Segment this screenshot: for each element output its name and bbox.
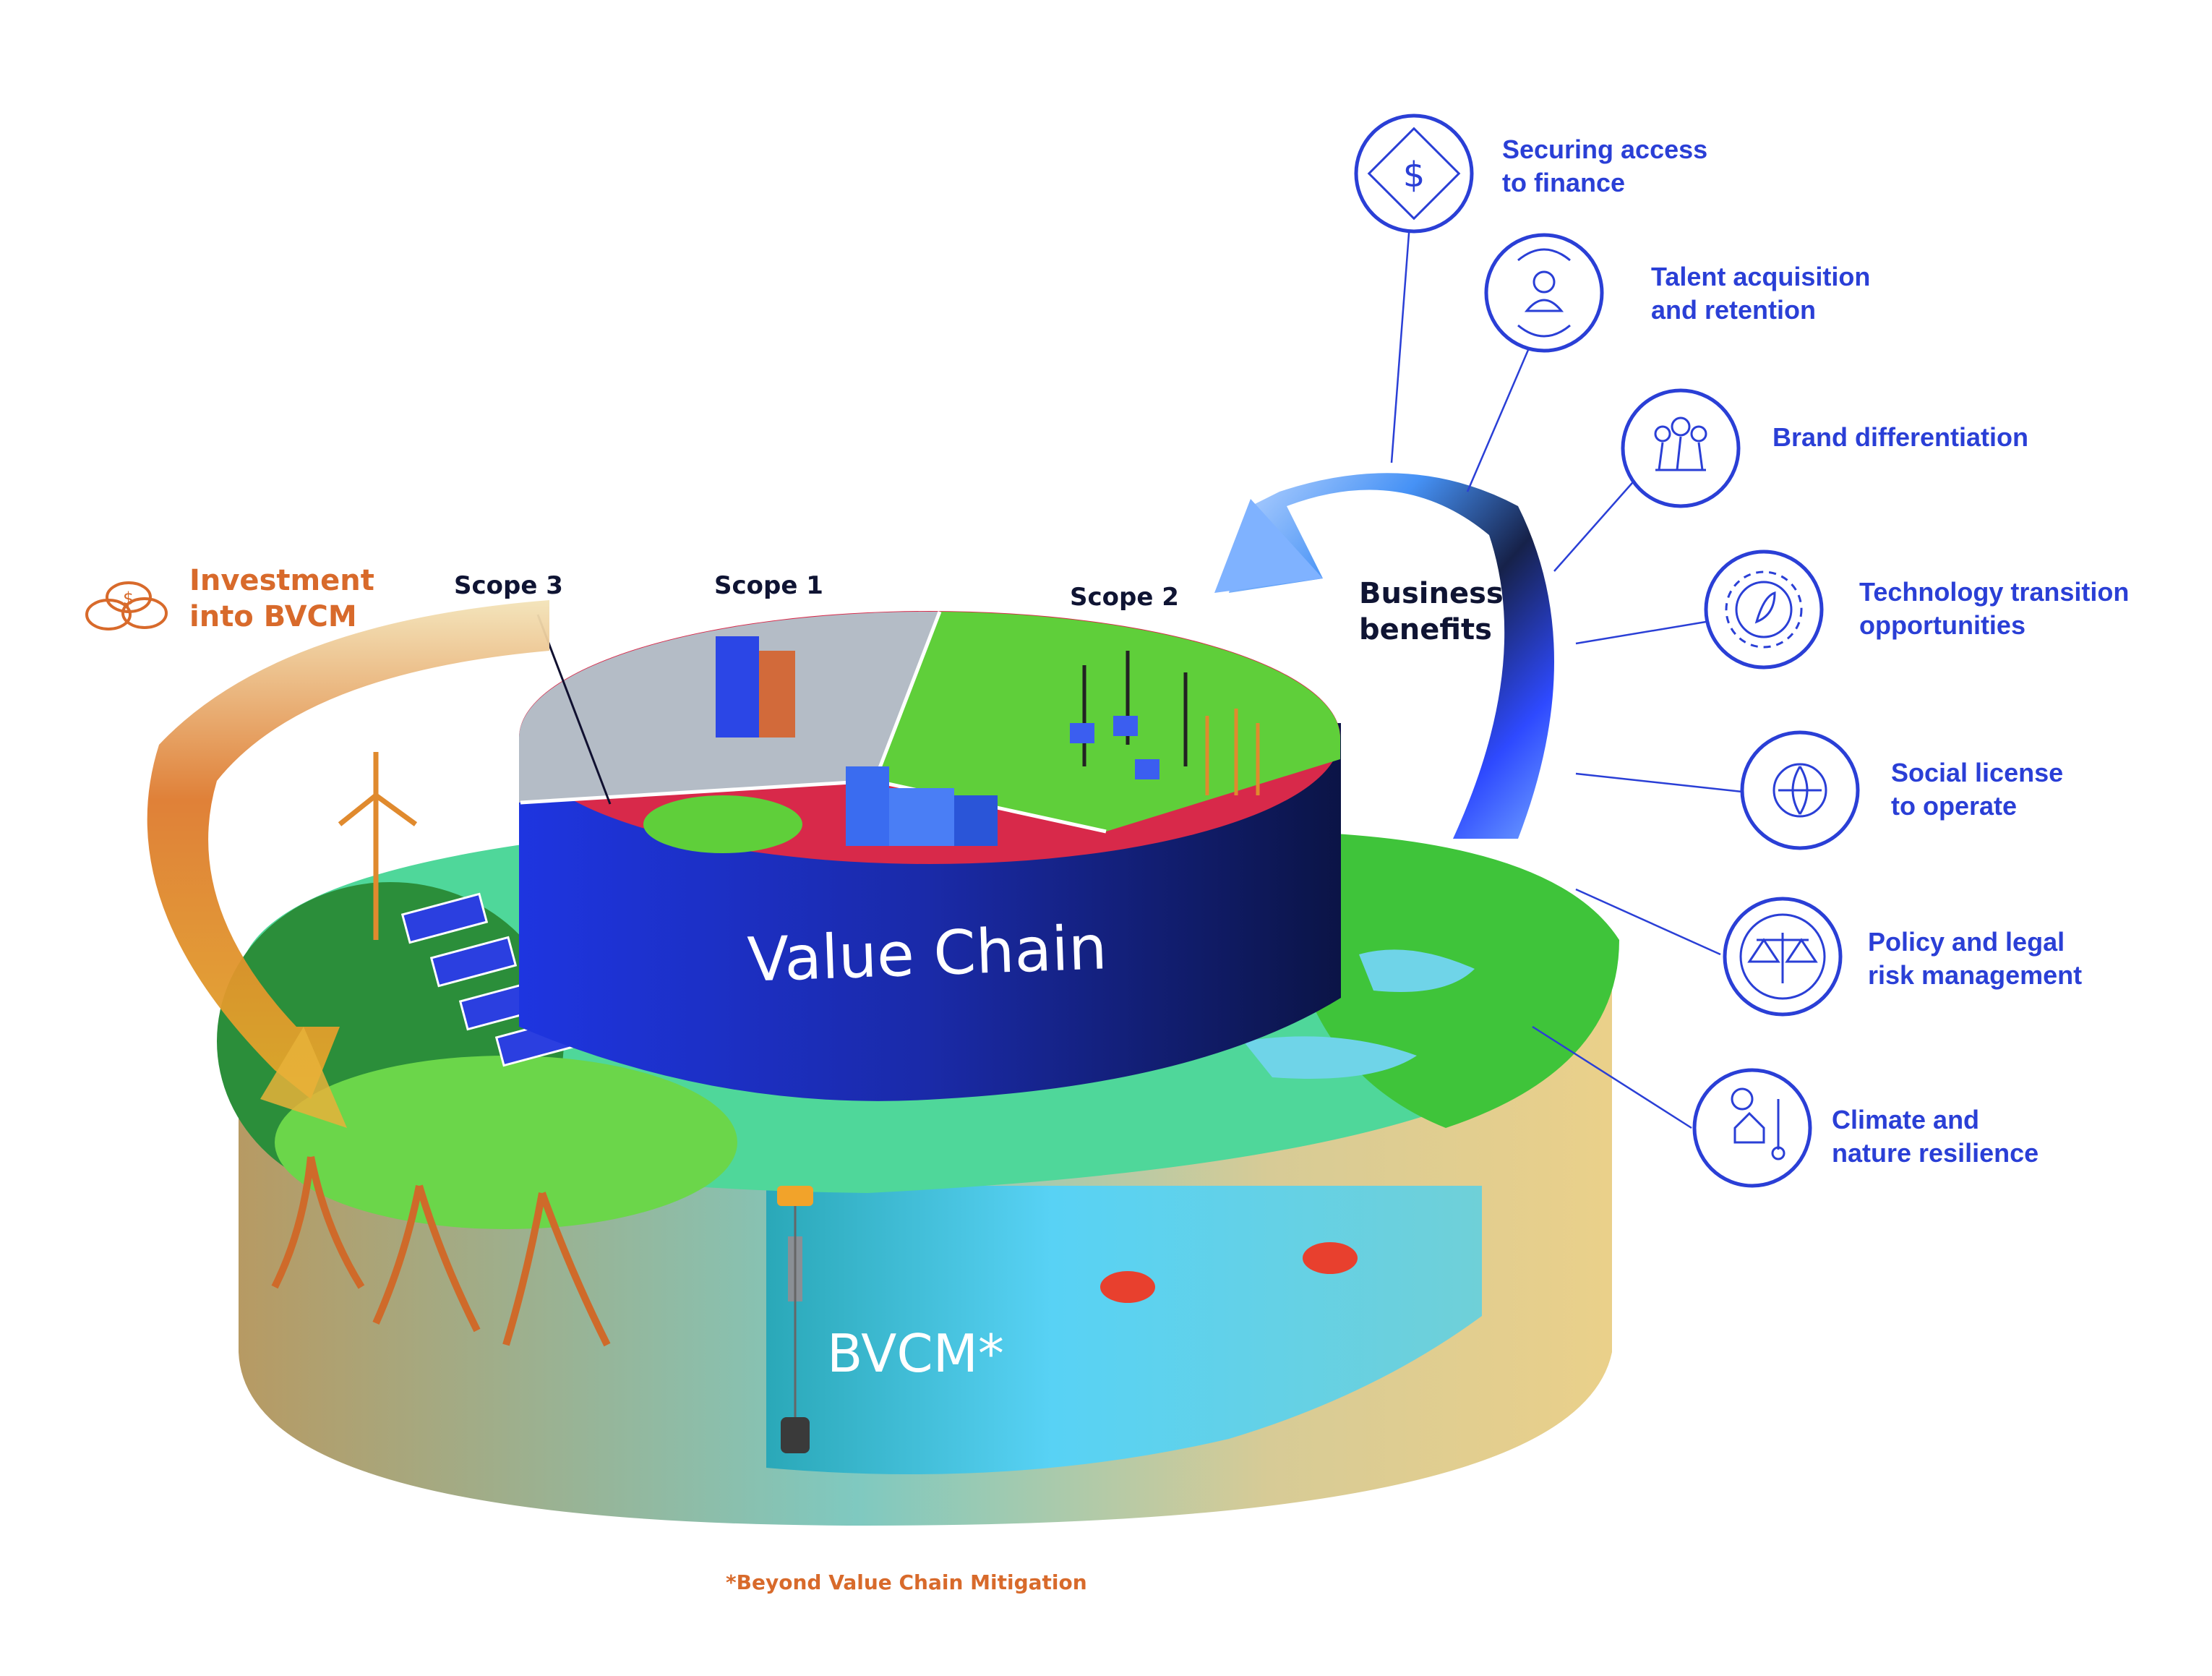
factory [889, 788, 954, 846]
fish-icon [1100, 1271, 1155, 1303]
scope2-segment [875, 612, 1340, 831]
sensor-weight [781, 1417, 810, 1453]
investment-arrow [147, 600, 549, 1099]
benefit-label-social: Social license to operate [1891, 758, 2064, 821]
value-chain-label: Value Chain [746, 912, 1108, 996]
investment-arrow-head [260, 1027, 347, 1128]
handshake-finance-icon [1354, 114, 1474, 234]
scope1-label: Scope 1 [714, 571, 823, 600]
scope3-label: Scope 3 [454, 571, 563, 600]
scope2-wind-turbines [1205, 709, 1260, 795]
gear-leaf-icon [1704, 550, 1824, 670]
chess-pieces-icon [1621, 388, 1741, 508]
scope2-label: Scope 2 [1070, 583, 1179, 612]
benefit-label-climate: Climate and nature resilience [1832, 1105, 2039, 1168]
mangrove-roots [271, 1156, 611, 1347]
fish-icon [1303, 1242, 1358, 1274]
investment-label: Investment into BVCM [189, 564, 374, 633]
business-benefits-label: Business benefits [1359, 577, 1504, 646]
wind-turbine-icon [338, 752, 418, 940]
mine-site [643, 795, 802, 853]
benefit-label-technology: Technology transition opportunities [1859, 577, 2130, 640]
office-building [716, 636, 759, 737]
benefit-connectors [1390, 223, 1743, 1129]
svg-text:$: $ [1403, 155, 1426, 195]
benefit-label-policy: Policy and legal risk management [1868, 927, 2083, 990]
office-building [759, 651, 795, 737]
footnote: *Beyond Value Chain Mitigation [726, 1570, 1087, 1594]
scope2-solar-panels [1070, 716, 1159, 779]
pond [1243, 1036, 1417, 1079]
benefit-label-brand: Brand differentiation [1772, 422, 2029, 452]
factory [846, 766, 889, 846]
bvcm-label: BVCM* [827, 1323, 1004, 1384]
pond [1359, 949, 1475, 992]
value-chain-cylinder [519, 611, 1341, 1101]
climate-house-icon [1692, 1068, 1812, 1188]
mangrove-canopy [275, 1056, 737, 1229]
business-benefits-arrow [1229, 473, 1554, 839]
coins-icon: $ [85, 581, 168, 630]
business-benefits-arrow-head [1214, 499, 1323, 593]
scope3-leader-line [536, 614, 612, 805]
benefit-label-talent: Talent acquisition and retention [1651, 262, 1871, 325]
benefit-label-finance: Securing access to finance [1502, 134, 1708, 197]
svg-text:$: $ [123, 589, 134, 609]
factory [954, 795, 998, 846]
buoy [777, 1186, 813, 1206]
